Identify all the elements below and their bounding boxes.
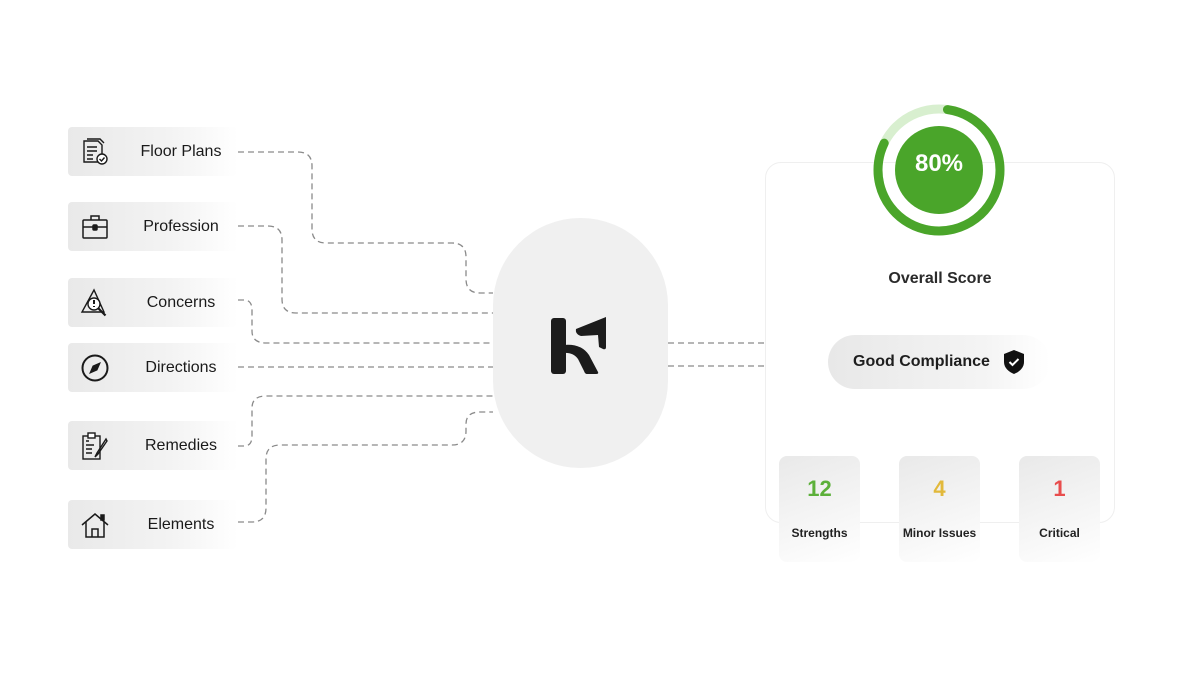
stat-critical: 1 Critical xyxy=(1019,456,1100,562)
score-percent: 80% xyxy=(914,150,964,177)
input-concerns: Concerns xyxy=(68,278,238,327)
input-label: Elements xyxy=(147,516,215,533)
input-label: Concerns xyxy=(146,294,216,311)
connector-remedies xyxy=(238,395,493,447)
stat-label: Strengths xyxy=(791,526,848,540)
stat-value: 4 xyxy=(933,476,946,501)
briefcase-icon xyxy=(82,215,108,239)
score-ring-progress xyxy=(873,104,1005,236)
input-elements: Elements xyxy=(68,500,238,549)
shield-check-icon xyxy=(1004,350,1024,374)
compliance-label: Good Compliance xyxy=(853,353,990,370)
stat-minor-issues: 4 Minor Issues xyxy=(899,456,980,562)
brand-logo-icon xyxy=(551,317,606,374)
connector-elements xyxy=(238,411,493,523)
warning-search-icon xyxy=(80,288,107,317)
connector-concerns xyxy=(238,299,493,344)
input-directions: Directions xyxy=(68,343,238,392)
stat-value: 1 xyxy=(1053,476,1066,501)
connector-floor-plans xyxy=(238,151,493,294)
compliance-badge: Good Compliance xyxy=(828,335,1050,389)
floor-plan-document-icon xyxy=(83,138,108,165)
score-ring-center xyxy=(895,126,983,214)
input-label: Remedies xyxy=(144,437,218,454)
stat-strengths: 12 Strengths xyxy=(779,456,860,562)
analysis-hub xyxy=(493,218,668,468)
score-ring xyxy=(873,104,1005,236)
stat-value: 12 xyxy=(807,476,832,501)
stat-label: Critical xyxy=(1039,526,1080,540)
input-label: Floor Plans xyxy=(140,143,222,160)
input-floor-plans: Floor Plans xyxy=(68,127,238,176)
input-profession: Profession xyxy=(68,202,238,251)
input-label: Profession xyxy=(143,218,219,235)
connector-profession xyxy=(238,225,493,314)
input-remedies: Remedies xyxy=(68,421,238,470)
input-label: Directions xyxy=(145,359,217,376)
prescription-clipboard-icon xyxy=(82,432,108,460)
score-label: Overall Score xyxy=(888,270,992,287)
compass-icon xyxy=(81,354,109,382)
stat-label: Minor Issues xyxy=(902,526,977,540)
house-icon xyxy=(81,513,109,538)
